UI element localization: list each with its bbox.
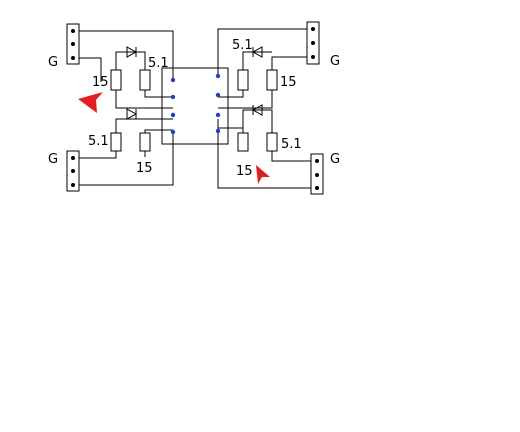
- resistor-15: [139, 132, 151, 152]
- resistor-label: 5.1: [88, 134, 109, 149]
- resistor-5-1: [237, 69, 249, 91]
- connector-pin: [315, 173, 319, 177]
- board-pads: [170, 73, 221, 135]
- connector-pin: [315, 159, 319, 163]
- resistor-15: [237, 132, 249, 152]
- connector-pin: [315, 186, 319, 190]
- connector-pin: [71, 183, 75, 187]
- pad-dot[interactable]: [215, 92, 221, 98]
- pad-dot[interactable]: [170, 112, 176, 118]
- resistor-label: 15: [236, 164, 253, 179]
- quadrant-bottom-left: G 5.1 15: [48, 108, 174, 192]
- pad-dot[interactable]: [170, 129, 176, 135]
- pad-dot[interactable]: [170, 94, 176, 100]
- ground-label: G: [48, 55, 58, 70]
- connector-pin: [311, 27, 315, 31]
- resistor-label: 15: [136, 161, 153, 176]
- connector-pin: [71, 29, 75, 33]
- quadrant-top-left: G 15 5.1: [48, 23, 174, 109]
- connector-pin: [71, 169, 75, 173]
- resistor-15: [266, 69, 278, 91]
- resistor-label: 5.1: [232, 38, 253, 53]
- resistor-label: 15: [92, 75, 109, 90]
- resistor-5-1: [139, 69, 151, 91]
- pad-dot[interactable]: [215, 128, 221, 134]
- ground-label: G: [48, 152, 58, 167]
- resistor-15: [110, 69, 122, 91]
- connector-pin: [71, 56, 75, 60]
- arrow-cursor-icon: [256, 165, 270, 184]
- quadrant-bottom-right: G 15 5.1: [217, 104, 340, 195]
- arrow-cursor-icon: [78, 92, 103, 113]
- pad-dot[interactable]: [215, 73, 221, 79]
- connector-pin: [71, 42, 75, 46]
- pad-dot[interactable]: [215, 112, 221, 118]
- diode: [126, 108, 138, 120]
- resistor-5-1: [266, 132, 278, 152]
- connector-pin: [311, 41, 315, 45]
- diode: [251, 104, 263, 116]
- ground-label: G: [330, 152, 340, 167]
- diode: [251, 46, 263, 58]
- connector-pin: [71, 156, 75, 160]
- connector-pin: [311, 55, 315, 59]
- ground-label: G: [330, 54, 340, 69]
- pad-dot[interactable]: [170, 77, 176, 83]
- resistor-5-1: [110, 132, 122, 152]
- resistor-label: 5.1: [281, 137, 302, 152]
- quadrant-top-right: G 5.1 15: [217, 21, 340, 109]
- resistor-label: 5.1: [148, 56, 169, 71]
- diode: [126, 46, 138, 58]
- resistor-label: 15: [280, 75, 297, 90]
